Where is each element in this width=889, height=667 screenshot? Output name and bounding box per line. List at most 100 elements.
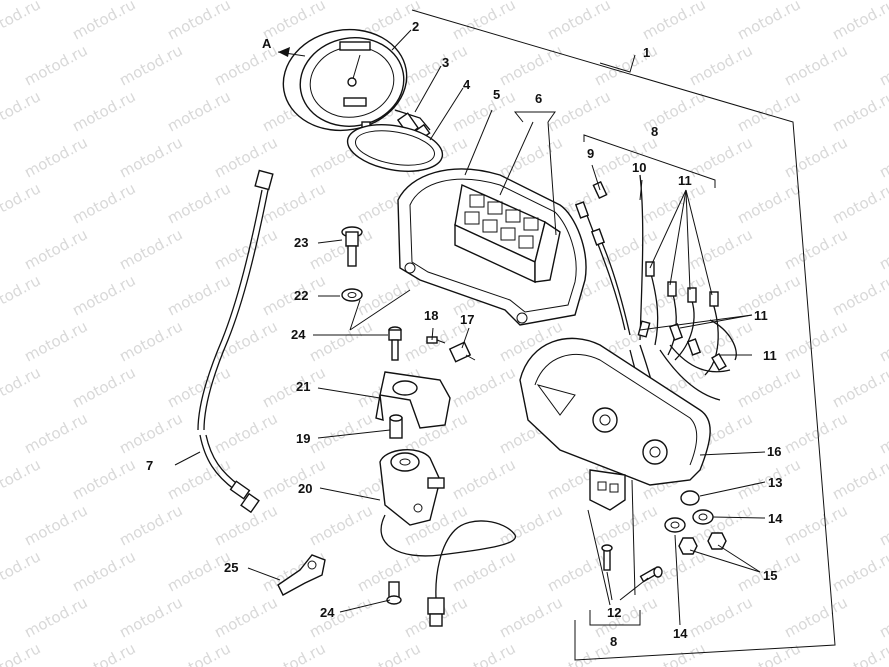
watermark-text: motod.ru — [69, 0, 138, 44]
watermark-text: motod.ru — [116, 225, 185, 273]
watermark-text: motod.ru — [734, 179, 803, 227]
callout-24-bottom: 24 — [320, 605, 335, 620]
callout-8-bottom: 8 — [610, 634, 617, 649]
bolt — [341, 226, 363, 267]
watermark-text: motod.ru — [876, 501, 889, 549]
callout-11-low: 11 — [763, 348, 777, 363]
watermark-text: motod.ru — [829, 271, 889, 319]
callout-12: 12 — [607, 605, 621, 620]
watermark-text: motod.ru — [449, 455, 518, 503]
terminal-block — [589, 469, 626, 511]
watermark-text: motod.ru — [0, 639, 44, 667]
watermark-text: motod.ru — [496, 41, 565, 89]
watermark-text: motod.ru — [0, 363, 44, 411]
washer — [664, 517, 686, 533]
watermark-text: motod.ru — [781, 225, 850, 273]
watermark-text: motod.ru — [734, 363, 803, 411]
watermark-text: motod.ru — [164, 0, 233, 44]
watermark-text: motod.ru — [69, 547, 138, 595]
watermark-text: motod.ru — [449, 639, 518, 667]
watermark-text: motod.ru — [69, 87, 138, 135]
callout-7: 7 — [146, 458, 153, 473]
watermark-text: motod.ru — [354, 271, 423, 319]
watermark-text: motod.ru — [639, 0, 708, 44]
callout-14-right: 14 — [768, 511, 783, 526]
watermark-text: motod.ru — [496, 501, 565, 549]
watermark-text: motod.ru — [781, 501, 850, 549]
callout-1: 1 — [643, 45, 650, 60]
watermark-text: motod.ru — [781, 409, 850, 457]
watermark-text: motod.ru — [401, 41, 470, 89]
nut — [707, 532, 727, 550]
watermark-text: motod.ru — [306, 501, 375, 549]
watermark-text: motod.ru — [591, 593, 660, 641]
watermark-text: motod.ru — [0, 455, 44, 503]
washer — [341, 288, 363, 302]
callout-22: 22 — [294, 288, 308, 303]
collar — [389, 414, 403, 439]
watermark-text: motod.ru — [876, 133, 889, 181]
watermark-text: motod.ru — [211, 409, 280, 457]
view-marker-label: A — [262, 36, 272, 51]
bolt — [388, 326, 402, 361]
watermark-text: motod.ru — [116, 593, 185, 641]
watermark-text: motod.ru — [449, 0, 518, 44]
callout-9: 9 — [587, 146, 594, 161]
bulb — [448, 341, 476, 363]
watermark-text: motod.ru — [829, 87, 889, 135]
watermark-text: motod.ru — [211, 593, 280, 641]
watermark-text: motod.ru — [306, 409, 375, 457]
callout-15: 15 — [763, 568, 777, 583]
watermark-text: motod.ru — [116, 409, 185, 457]
watermark-text: motod.ru — [259, 363, 328, 411]
watermark-text: motod.ru — [164, 179, 233, 227]
watermark-text: motod.ru — [591, 501, 660, 549]
watermark-text: motod.ru — [116, 133, 185, 181]
watermark-text: motod.ru — [0, 179, 44, 227]
watermark-text: motod.ru — [829, 639, 889, 667]
callout-20: 20 — [298, 481, 312, 496]
watermark-text: motod.ru — [116, 41, 185, 89]
callout-23: 23 — [294, 235, 308, 250]
callout-13: 13 — [768, 475, 782, 490]
watermark-text: motod.ru — [544, 0, 613, 44]
watermark-text: motod.ru — [0, 87, 44, 135]
watermark-text: motod.ru — [116, 317, 185, 365]
assembly-boundary — [411, 9, 836, 661]
callout-16: 16 — [767, 444, 781, 459]
watermark-text: motod.ru — [306, 317, 375, 365]
grommet — [680, 490, 700, 506]
watermark-text: motod.ru — [306, 225, 375, 273]
watermark-text: motod.ru — [354, 639, 423, 667]
watermark-text: motod.ru — [69, 271, 138, 319]
screw — [639, 566, 663, 583]
watermark-text: motod.ru — [781, 317, 850, 365]
bolt — [386, 581, 402, 605]
watermark-text: motod.ru — [21, 317, 90, 365]
watermark-text: motod.ru — [876, 41, 889, 89]
callout-19: 19 — [296, 431, 310, 446]
watermark-text: motod.ru — [639, 179, 708, 227]
callout-17: 17 — [460, 312, 474, 327]
watermark-text: motod.ru — [21, 41, 90, 89]
speedometer-cable — [197, 169, 274, 514]
watermark-text: motod.ru — [781, 41, 850, 89]
watermark-text: motod.ru — [21, 225, 90, 273]
speedometer-gauge — [282, 28, 431, 135]
watermark-text: motod.ru — [734, 639, 803, 667]
watermark-text: motod.ru — [449, 547, 518, 595]
watermark-text: motod.ru — [544, 87, 613, 135]
watermark-text: motod.ru — [259, 639, 328, 667]
watermark-text: motod.ru — [686, 133, 755, 181]
callout-25: 25 — [224, 560, 238, 575]
callout-10: 10 — [632, 160, 646, 175]
watermark-text: motod.ru — [829, 455, 889, 503]
watermark-text: motod.ru — [544, 547, 613, 595]
screw — [601, 544, 613, 571]
watermark-text: motod.ru — [449, 363, 518, 411]
watermark-text: motod.ru — [876, 409, 889, 457]
callout-11-mid: 11 — [754, 308, 768, 323]
watermark-text: motod.ru — [164, 639, 233, 667]
callout-5: 5 — [493, 87, 500, 102]
